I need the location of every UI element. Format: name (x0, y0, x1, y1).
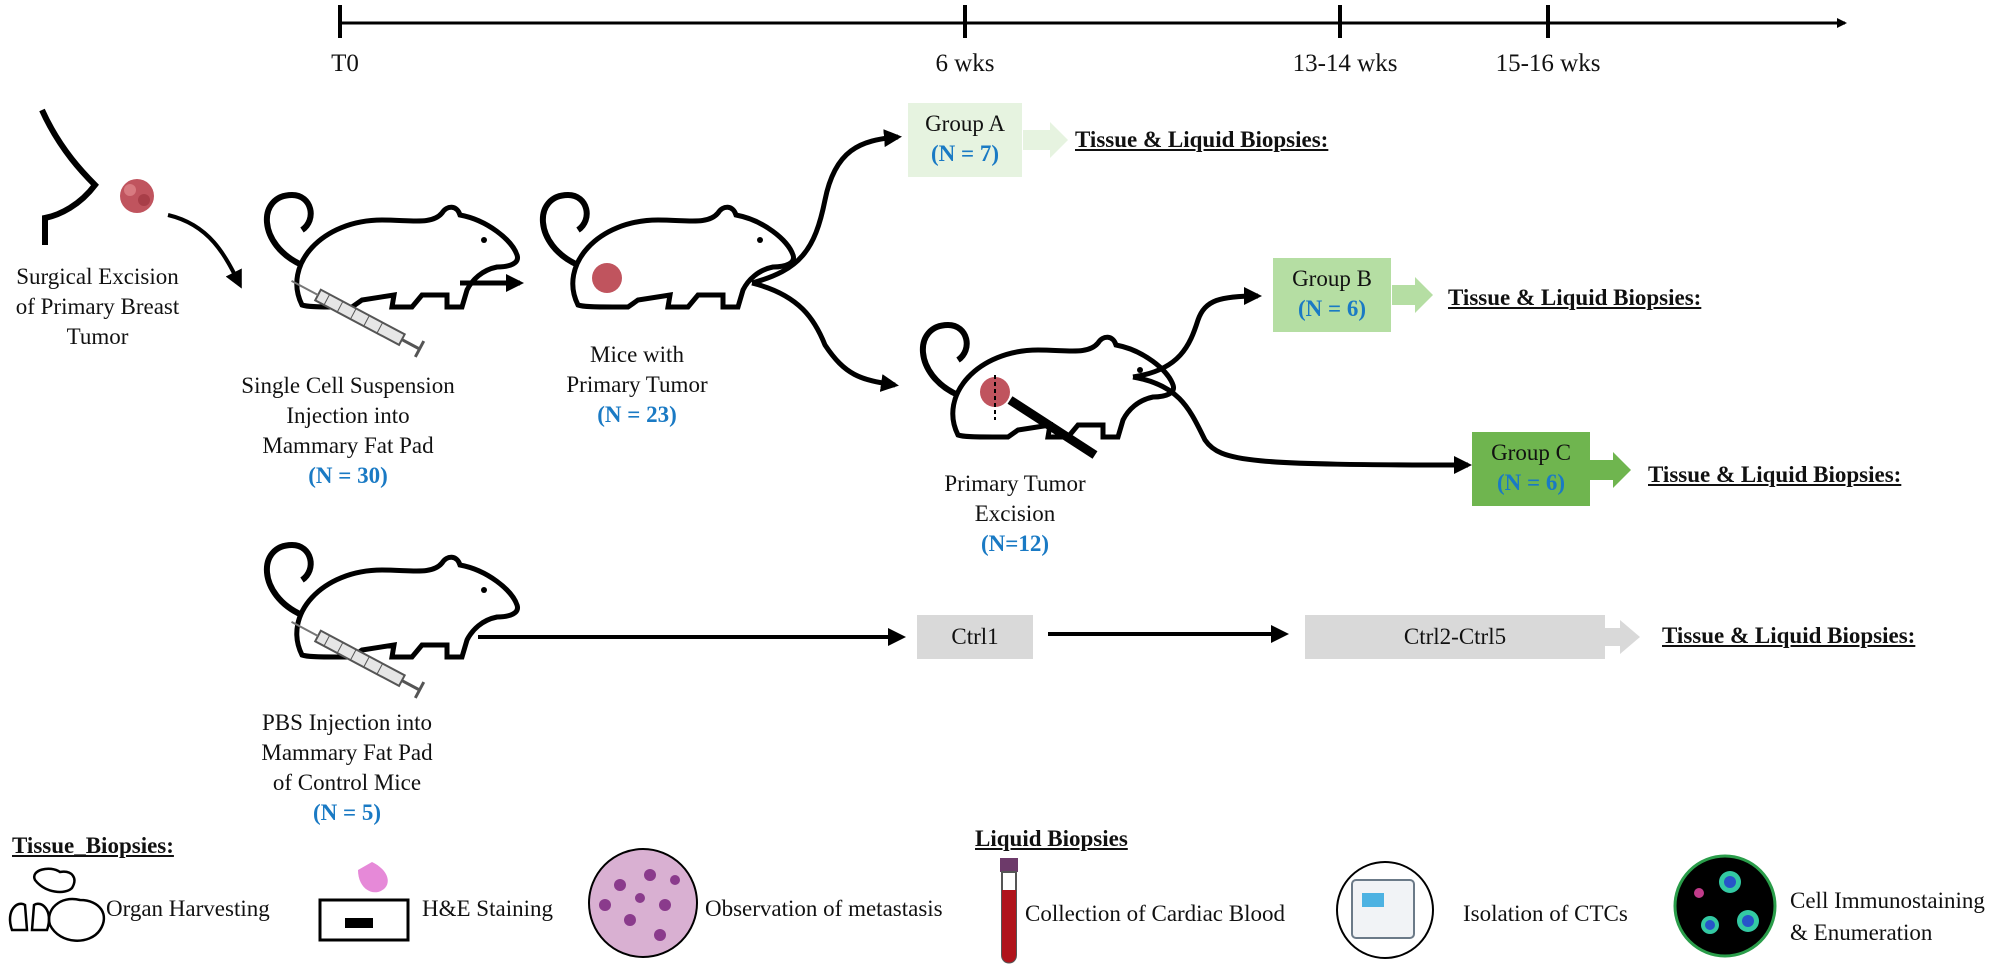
dropper-icon (358, 862, 388, 893)
blood-collection-label: Collection of Cardiac Blood (1025, 901, 1285, 926)
organ-harvesting-label: Organ Harvesting (106, 896, 270, 921)
liquid-biopsies-title: Liquid Biopsies (975, 826, 1128, 851)
biopsy-label-a: Tissue & Liquid Biopsies: (1075, 127, 1329, 152)
biopsy-label-b: Tissue & Liquid Biopsies: (1448, 285, 1702, 310)
arrow-to-group-c (1132, 374, 1472, 474)
stained-cells-icon (1673, 854, 1777, 958)
arrow-group-b-biopsy (1392, 277, 1433, 313)
scalpel-icon (1007, 396, 1098, 459)
isolation-label: Isolation of CTCs (1463, 901, 1628, 926)
arrow-group-c-biopsy (1590, 452, 1631, 488)
arrow-to-group-a (751, 129, 902, 286)
group-c-box: Group C(N = 6) (1472, 432, 1590, 506)
arrow-to-excision (751, 280, 899, 392)
observation-label: Observation of metastasis (705, 896, 943, 921)
tumor-icon (120, 179, 154, 213)
group-a-box: Group A(N = 7) (908, 103, 1022, 177)
tick-label-15wks: 15-16 wks (1495, 50, 1601, 77)
biopsy-label-ctrl: Tissue & Liquid Biopsies: (1662, 623, 1916, 648)
ctrl2-box: Ctrl2-Ctrl5 (1305, 615, 1605, 659)
analyzer-icon (1336, 861, 1434, 959)
he-staining-label: H&E Staining (422, 896, 553, 921)
blood-tube-icon (1000, 858, 1018, 964)
organ-icon (8, 867, 106, 942)
tick-label-6wks: 6 wks (935, 50, 995, 77)
breast-outline (39, 108, 99, 245)
biopsy-label-c: Tissue & Liquid Biopsies: (1648, 462, 1902, 487)
tick-label-13wks: 13-14 wks (1292, 50, 1398, 77)
group-b-box: Group B(N = 6) (1273, 258, 1391, 332)
mouse-control (267, 545, 518, 657)
arrow-to-group-b (1132, 287, 1262, 380)
immunostaining-label: Cell Immunostaining& Enumeration (1790, 888, 1985, 945)
tick-label-t0: T0 (331, 50, 359, 77)
mouse-injection (267, 195, 518, 307)
arrow-group-a-biopsy (1023, 122, 1068, 158)
arrow-ctrl-biopsy (1605, 620, 1640, 654)
mouse-primary (543, 195, 794, 307)
ctrl1-box: Ctrl1 (917, 615, 1033, 659)
histology-icon (588, 848, 698, 958)
tissue-biopsies-title: Tissue_Biopsies: (12, 833, 174, 858)
primary-tumor-icon (592, 263, 622, 293)
arrow-to-injection (167, 213, 242, 289)
